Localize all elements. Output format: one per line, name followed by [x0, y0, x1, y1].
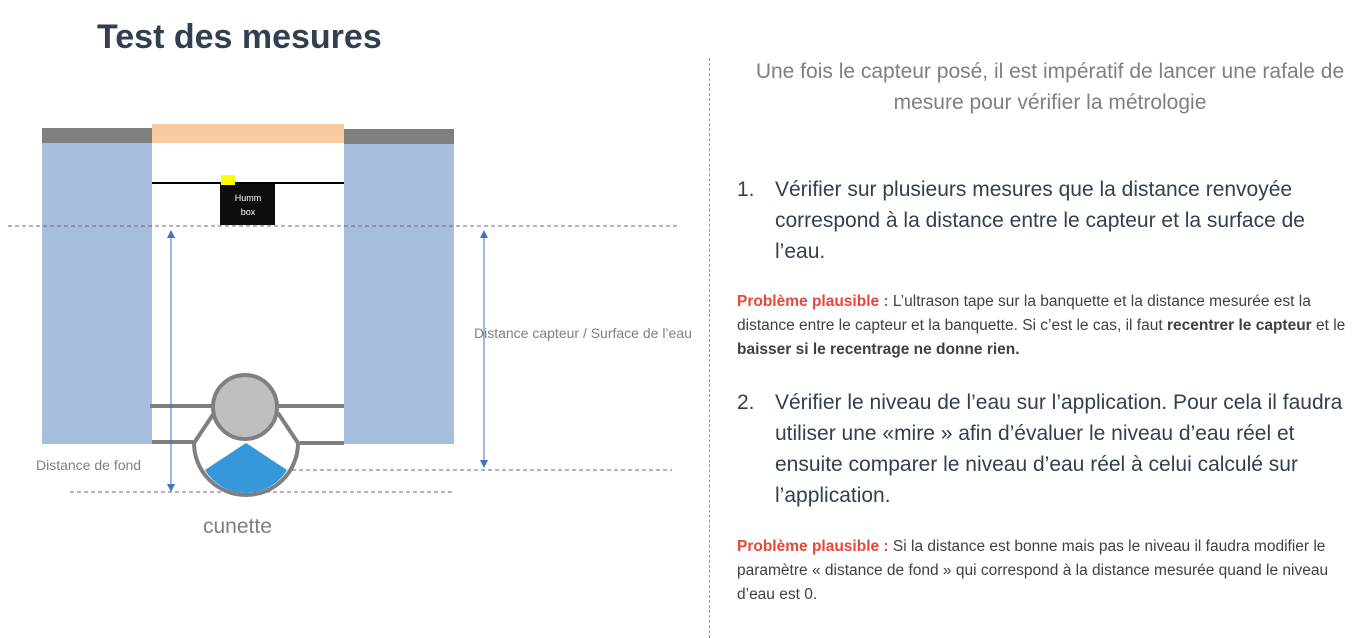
divider — [709, 58, 710, 638]
sensor-led — [221, 175, 235, 185]
pipe — [211, 373, 279, 441]
wall-left-top — [42, 128, 152, 143]
list-item: 2. Vérifier le niveau de l’eau sur l’app… — [737, 387, 1347, 511]
sensor-label-2: box — [241, 207, 256, 217]
list-text: Vérifier le niveau de l’eau sur l’applic… — [775, 391, 1343, 507]
list-text: Vérifier sur plusieurs mesures que la di… — [775, 178, 1305, 263]
page-title: Test des mesures — [97, 18, 382, 56]
problem-label: Problème plausible : — [737, 293, 889, 310]
list-number: 1. — [737, 178, 755, 201]
label-distance-surface: Distance capteur / Surface de l’eau — [474, 325, 692, 341]
problem-bold: baisser si le recentrage ne donne rien. — [737, 341, 1020, 358]
water-fill — [205, 443, 287, 494]
problem-text: et le — [1311, 317, 1346, 334]
label-cunette: cunette — [203, 515, 272, 538]
manhole-diagram: Humm box — [8, 124, 680, 497]
sensor-label-1: Humm — [235, 193, 262, 203]
problem-bold: recentrer le capteur — [1166, 317, 1312, 334]
sensor-box — [220, 184, 275, 225]
problem-label: Problème plausible : — [737, 538, 889, 555]
problem-text: Si la distance est bonne mais pas le niv… — [737, 538, 1329, 603]
wall-right — [344, 129, 454, 444]
manhole-cover — [152, 124, 344, 143]
wall-left — [42, 128, 152, 444]
problem-note: Problème plausible : L’ultrason tape sur… — [737, 290, 1347, 362]
list-item: 1. Vérifier sur plusieurs mesures que la… — [737, 174, 1347, 267]
problem-note: Problème plausible : Si la distance est … — [737, 535, 1347, 607]
cunette-shape — [191, 411, 301, 497]
problem-text: L’ultrason tape sur la banquette et la d… — [737, 293, 1311, 334]
list-number: 2. — [737, 391, 755, 414]
intro-text: Une fois le capteur posé, il est impérat… — [755, 60, 1345, 114]
wall-right-top — [344, 129, 454, 144]
label-distance-fond: Distance de fond — [36, 457, 142, 473]
